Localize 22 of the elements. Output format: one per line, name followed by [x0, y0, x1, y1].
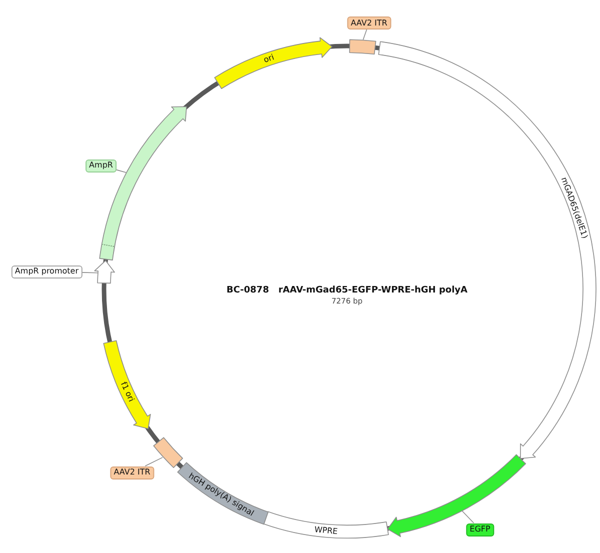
feature-name: WPRE: [314, 526, 338, 536]
callout-label: EGFP: [466, 523, 494, 536]
directional-segment: [214, 36, 333, 90]
callout-label: AAV2 ITR: [110, 466, 154, 479]
callout-label: AmpR promoter: [11, 265, 82, 278]
feature-name: f1 ori: [118, 380, 135, 403]
directional-segment: [102, 340, 151, 429]
callout-label: AmpR: [86, 159, 116, 172]
directional-segment: [94, 260, 116, 284]
leader-line: [462, 510, 474, 524]
feature-segment: [348, 38, 376, 55]
leader-line: [144, 457, 163, 466]
feature-segment: [176, 462, 269, 525]
leader-line: [362, 29, 368, 40]
feature-name: ori: [262, 53, 276, 64]
leader-line: [82, 272, 98, 274]
leader-line: [116, 169, 126, 173]
feature-segment: [263, 511, 390, 540]
feature-segment: [152, 437, 183, 468]
callout-label: AAV2 ITR: [347, 16, 391, 30]
plasmid-name: BC-0878 rAAV-mGad65-EGFP-WPRE-hGH polyA: [226, 286, 468, 296]
directional-segment: [386, 454, 526, 537]
